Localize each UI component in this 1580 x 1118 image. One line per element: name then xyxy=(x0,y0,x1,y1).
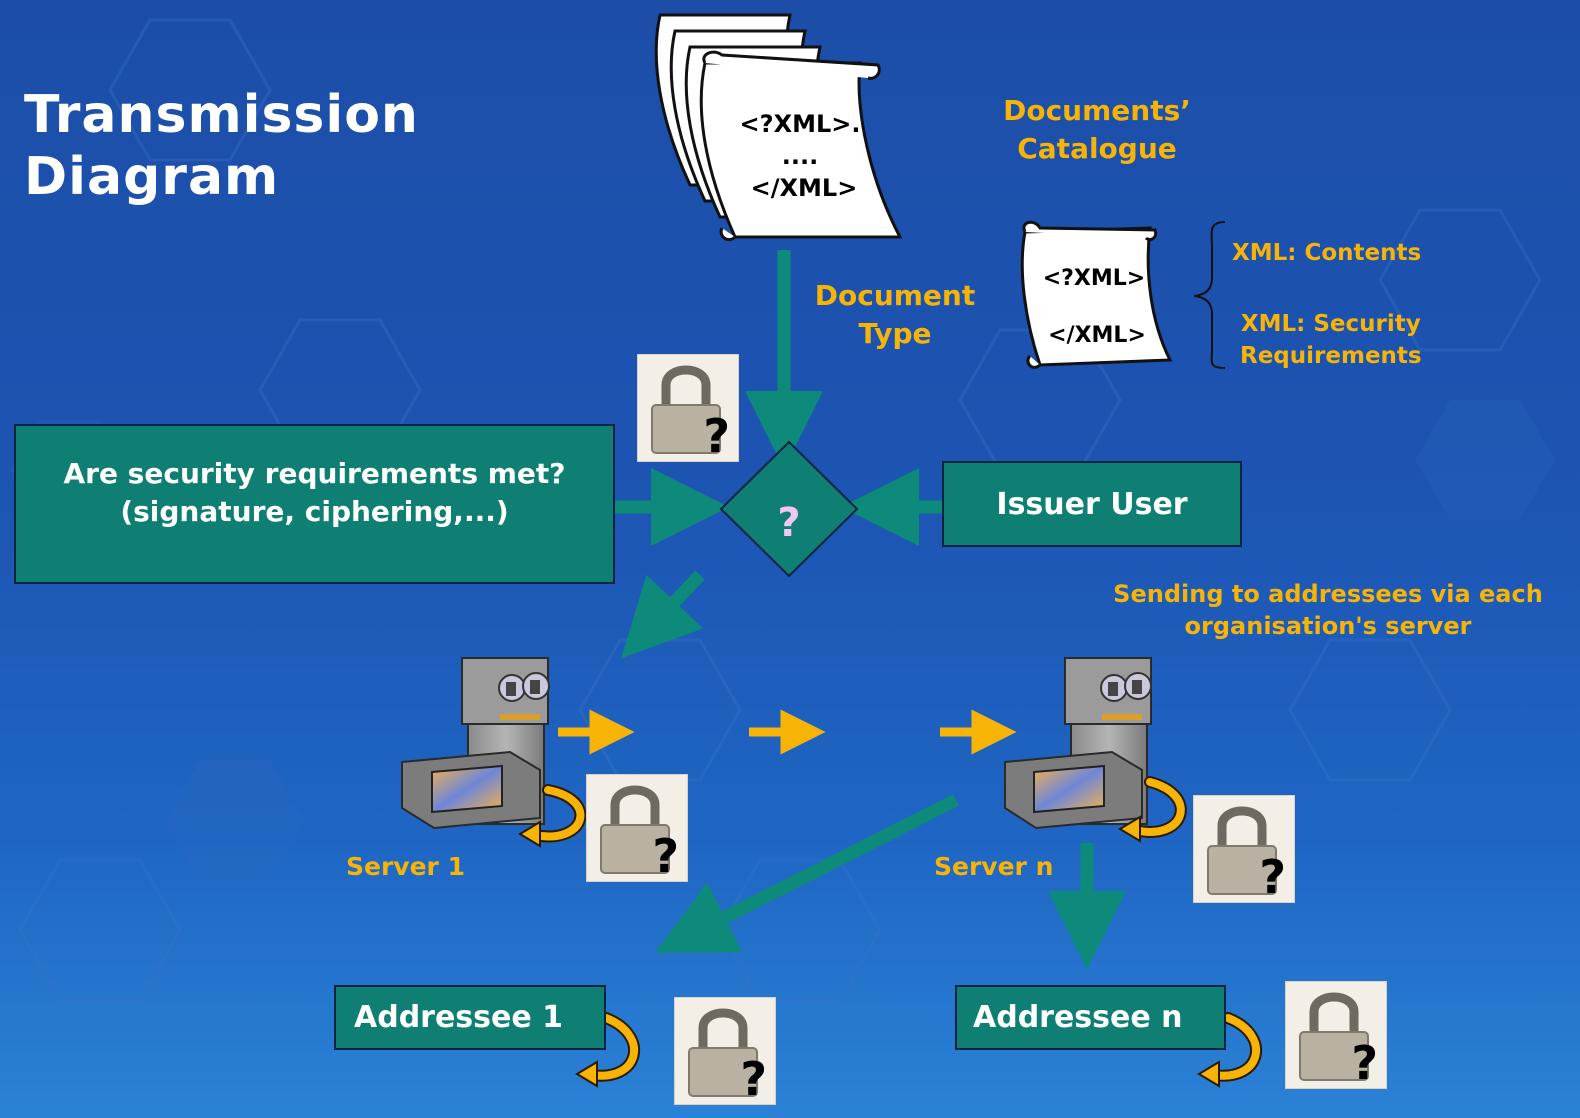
brace-icon xyxy=(1193,221,1226,369)
sending-note-line1: Sending to addressees via each xyxy=(1113,580,1543,608)
small-scroll-line1: <?XML> xyxy=(1043,266,1146,291)
padlock-icon: ? xyxy=(637,354,739,462)
padlock-icon: ? xyxy=(1285,981,1387,1089)
title-line2: Diagram xyxy=(24,147,280,207)
curved-arrow-head-2 xyxy=(1118,815,1141,843)
addressee-1-box: Addressee 1 xyxy=(334,985,606,1050)
small-scroll-line2: </XML> xyxy=(1048,323,1146,348)
big-scroll-line2: .... xyxy=(782,142,818,170)
padlock-icon: ? xyxy=(674,997,776,1105)
padlock-question-mark: ? xyxy=(740,1052,767,1105)
server-n-icon xyxy=(1004,657,1152,830)
padlock-question-mark: ? xyxy=(703,409,730,462)
title-line1: Transmission xyxy=(24,85,419,145)
security-question-box: Are security requirements met? (signatur… xyxy=(14,424,615,584)
connector-decision-to-server1 xyxy=(621,570,705,659)
sending-note: Sending to addressees via each organisat… xyxy=(1096,578,1560,642)
scroll-stack-icon xyxy=(654,13,903,242)
document-type-label: Document Type xyxy=(800,277,990,353)
big-scroll-line3: </XML> xyxy=(751,174,858,202)
curved-arrow-icons xyxy=(531,778,1261,1080)
decision-diamond xyxy=(719,440,859,578)
question-line1: Are security requirements met? xyxy=(63,457,566,490)
small-scroll-icon xyxy=(1020,220,1173,369)
sending-note-line2: organisation's server xyxy=(1184,612,1472,640)
padlock-icon: ? xyxy=(586,774,688,882)
addressee-n-box: Addressee n xyxy=(955,985,1226,1050)
xml-security-line2: Requirements xyxy=(1240,343,1422,369)
curved-arrow-head-3 xyxy=(575,1060,598,1088)
catalogue-label: Documents’ Catalogue xyxy=(992,92,1202,168)
server-1-icon xyxy=(401,657,550,830)
padlock-question-mark: ? xyxy=(1259,850,1286,903)
page-title: Transmission Diagram xyxy=(24,84,419,208)
padlock-question-mark: ? xyxy=(1351,1036,1378,1089)
server-n-label: Server n xyxy=(934,852,1054,881)
curved-arrow-head-4 xyxy=(1197,1060,1220,1088)
curved-arrow-head-1 xyxy=(518,820,541,848)
question-line2: (signature, ciphering,...) xyxy=(120,495,509,528)
catalogue-line2: Catalogue xyxy=(1017,132,1177,165)
server-1-label: Server 1 xyxy=(346,852,465,881)
connector-server-to-addressee1 xyxy=(655,794,959,953)
decision-question-mark: ? xyxy=(777,500,801,546)
document-type-line1: Document xyxy=(814,279,976,312)
padlock-icon: ? xyxy=(1193,795,1295,903)
xml-contents-label: XML: Contents xyxy=(1232,240,1422,266)
big-scroll-line1: <?XML>. xyxy=(740,110,861,138)
document-type-line2: Type xyxy=(858,317,932,350)
catalogue-line1: Documents’ xyxy=(1003,94,1191,127)
xml-security-line1: XML: Security xyxy=(1240,311,1421,337)
padlock-question-mark: ? xyxy=(652,829,679,882)
issuer-user-box: Issuer User xyxy=(942,461,1242,547)
xml-security-label: XML: Security Requirements xyxy=(1240,308,1422,372)
